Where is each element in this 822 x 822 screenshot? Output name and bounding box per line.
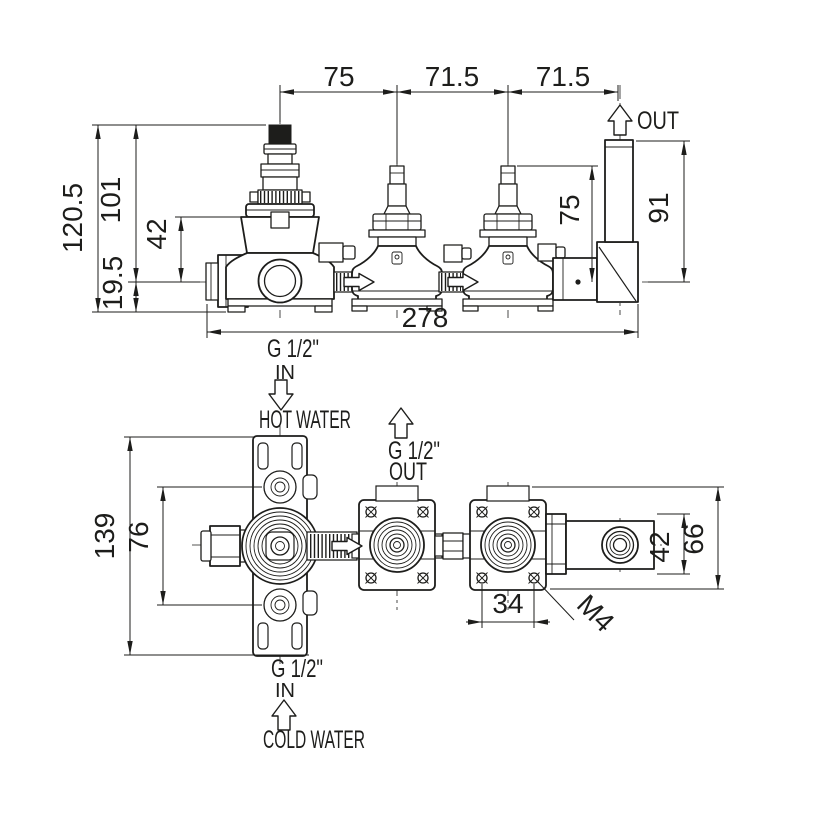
thermostat-side	[205, 124, 356, 313]
plug-2	[443, 244, 463, 263]
cartridge-2-side	[462, 165, 554, 312]
outlet-connector-side	[537, 243, 598, 301]
plan-outlet-size-label: G 1/2"	[388, 437, 440, 465]
cartridge-1-side	[351, 165, 443, 312]
dim-19-5-label: 19.5	[97, 256, 128, 311]
inlet-dir-label: IN	[275, 362, 295, 384]
dim-101-label: 101	[95, 177, 126, 224]
dim-75-top-label: 75	[323, 61, 354, 92]
dim-91-label: 91	[643, 192, 674, 223]
out-label: OUT	[637, 107, 679, 135]
dim-34-label: 34	[492, 588, 523, 619]
cold-water-label: COLD WATER	[263, 726, 365, 754]
dim-42-side-label: 42	[141, 218, 172, 249]
thermostat-plan	[200, 435, 319, 657]
cold-dir-label: IN	[275, 680, 295, 702]
dim-76-label: 76	[123, 521, 154, 552]
plan-outlet-dir-label: OUT	[389, 458, 427, 486]
side-view	[205, 124, 639, 313]
dim-278-label: 278	[402, 302, 449, 333]
dim-139-label: 139	[89, 513, 120, 560]
outlet-elbow-side	[596, 139, 639, 303]
dim-42-plan-label: 42	[644, 531, 675, 562]
plan-out-arrow-icon	[388, 407, 414, 439]
dim-120-5-label: 120.5	[57, 183, 88, 253]
dim-75-stem-label: 75	[554, 194, 585, 225]
inlet-size-label: G 1/2"	[267, 335, 319, 363]
m4-leader-line	[536, 580, 575, 621]
dim-71-5-b-label: 71.5	[536, 61, 591, 92]
dimension-lines	[92, 85, 724, 656]
hot-water-label: HOT WATER	[259, 406, 351, 434]
annotations: 75 71.5 71.5 120.5 101 42 19.5 75 91 278…	[57, 61, 709, 754]
cartridge-2-plan	[463, 486, 553, 590]
out-arrow-icon	[607, 104, 633, 136]
dim-66-label: 66	[678, 523, 709, 554]
cartridge-1-plan	[352, 486, 442, 590]
plan-view	[200, 435, 655, 657]
m4-thread-label: M4	[571, 589, 620, 638]
cold-size-label: G 1/2"	[271, 655, 323, 683]
dim-71-5-a-label: 71.5	[425, 61, 480, 92]
outlet-elbow-plan	[545, 513, 655, 575]
